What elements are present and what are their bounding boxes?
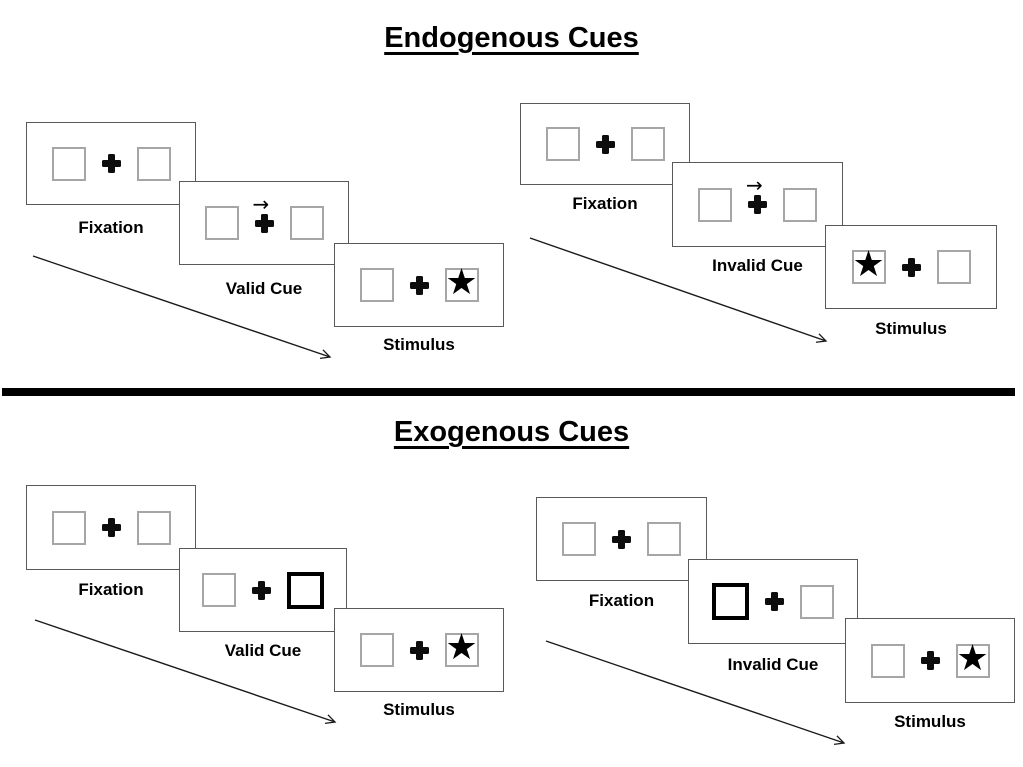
endogenous-invalid-fixation-panel (520, 103, 690, 185)
left-box (698, 187, 732, 222)
fixation-cross-stack (252, 580, 271, 600)
time-sequence-arrow (34, 619, 335, 722)
fixation-cross-stack (595, 134, 615, 154)
frame-label: Valid Cue (224, 641, 302, 660)
fixation-cross-icon (409, 275, 429, 295)
exogenous-valid-stimulus-panel: ★ (334, 608, 504, 692)
fixation-cross-icon (409, 640, 429, 660)
frame-label: Stimulus (875, 319, 947, 338)
frame-label: Fixation (572, 194, 638, 213)
left-box (870, 643, 905, 678)
fixation-cross-stack (101, 518, 121, 537)
frame-label: Stimulus (894, 712, 966, 731)
fixation-cross-icon (612, 529, 631, 549)
fixation-cross-icon (920, 651, 940, 670)
section-title-exogenous: Exogenous Cues (0, 416, 1023, 449)
left-box (51, 146, 86, 181)
star-stimulus-icon: ★ (852, 244, 885, 285)
star-stimulus-icon: ★ (956, 637, 989, 679)
right-box (783, 187, 817, 222)
right-box: ★ (444, 627, 479, 668)
right-box (800, 584, 834, 619)
star-stimulus-icon: ★ (445, 627, 478, 668)
frame-label: Invalid Cue (712, 256, 803, 275)
fixation-cross-stack (612, 529, 631, 549)
star-stimulus-icon: ★ (445, 262, 478, 303)
fixation-cross-icon (101, 518, 121, 537)
fixation-cross-stack (409, 275, 429, 295)
right-box (647, 522, 681, 556)
time-sequence-arrow (32, 255, 330, 357)
right-box (136, 146, 171, 181)
left-box (204, 206, 239, 240)
fixation-cross-icon (252, 580, 271, 600)
endogenous-invalid-cue-panel: → (672, 162, 843, 247)
fixation-cross-stack: → (253, 194, 274, 233)
fixation-cross-stack: → (746, 175, 767, 214)
right-box (289, 206, 324, 240)
left-box (545, 127, 580, 161)
time-sequence-arrow (529, 237, 826, 341)
endogenous-invalid-stimulus-panel: ★ (825, 225, 997, 309)
frame-label: Fixation (78, 218, 144, 237)
exogenous-invalid-fixation-panel (536, 497, 707, 581)
section-title-endogenous: Endogenous Cues (0, 22, 1023, 55)
fixation-cross-stack (901, 257, 921, 277)
endogenous-valid-stimulus-panel: ★ (334, 243, 504, 327)
left-box (562, 522, 596, 556)
section-title-text: Endogenous Cues (384, 22, 639, 54)
fixation-cross-icon (901, 257, 921, 277)
left-box (359, 268, 394, 302)
right-arrow-cue-icon: → (746, 173, 763, 197)
frame-label: Stimulus (383, 700, 455, 719)
left-box (359, 633, 394, 667)
fixation-cross-stack (409, 640, 429, 660)
exogenous-valid-cue-panel (179, 548, 347, 632)
frame-label: Fixation (588, 591, 655, 610)
exogenous-invalid-stimulus-panel: ★ (845, 618, 1015, 703)
frame-label: Valid Cue (225, 279, 303, 298)
frame-label: Stimulus (383, 335, 455, 354)
fixation-cross-stack (101, 154, 121, 173)
highlighted-box-cue (712, 583, 749, 620)
right-box: ★ (955, 637, 990, 679)
exogenous-invalid-cue-panel (688, 559, 858, 644)
fixation-cross-stack (765, 592, 784, 611)
highlighted-box-cue (287, 571, 324, 609)
right-box (936, 250, 971, 284)
frame-label: Fixation (78, 580, 144, 599)
exogenous-valid-fixation-panel (26, 485, 196, 570)
endogenous-valid-fixation-panel (26, 122, 196, 205)
fixation-cross-icon (254, 213, 274, 233)
fixation-cross-icon (101, 154, 121, 173)
fixation-cross-icon (595, 134, 615, 154)
right-arrow-cue-icon: → (252, 191, 270, 216)
left-box: ★ (851, 244, 886, 285)
left-box (202, 573, 236, 607)
right-box (630, 127, 665, 161)
left-box (51, 510, 86, 545)
fixation-cross-icon (765, 592, 784, 611)
right-box (136, 510, 171, 545)
endogenous-valid-cue-panel: → (179, 181, 349, 265)
fixation-cross-icon (748, 195, 767, 214)
frame-label: Invalid Cue (727, 655, 819, 674)
section-divider (2, 388, 1015, 396)
fixation-cross-stack (920, 651, 940, 670)
section-title-text: Exogenous Cues (393, 416, 630, 448)
right-box: ★ (444, 262, 479, 303)
